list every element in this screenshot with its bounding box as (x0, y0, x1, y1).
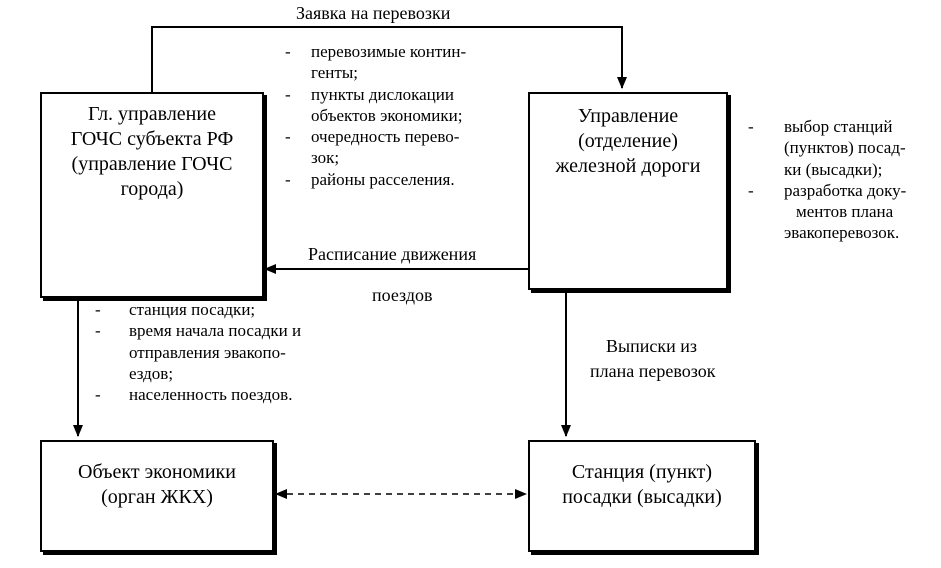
list-item: - разработка доку- ментов плана эвакопер… (748, 180, 906, 244)
railway-tasks-list: - выбор станций (пунктов) посад- ки (выс… (748, 116, 906, 244)
main-gochs-line: ГОЧС субъекта РФ (70, 128, 234, 150)
list-item: - время начала посадки и отправления эва… (95, 320, 301, 384)
economy-object-line: (орган ЖКХ) (101, 486, 213, 508)
list-item-line: время начала посадки и (129, 321, 302, 341)
railway-line: Управление (577, 105, 679, 127)
dash-marker: - (285, 42, 291, 61)
list-item: - перевозимые контин- генты; (285, 41, 466, 84)
dash-marker: - (95, 300, 101, 319)
dash-marker: - (95, 321, 101, 341)
economy-object-line: Объект экономики (78, 461, 236, 483)
dash-marker: - (95, 385, 101, 405)
economy-object-box: Объект экономики (орган ЖКХ) (40, 440, 274, 552)
list-item-line: (пунктов) посад- (784, 138, 906, 158)
list-item-line: перевозимые контин- (311, 42, 467, 61)
station-line: посадки (высадки) (562, 486, 722, 508)
list-item-line: генты; (311, 63, 358, 83)
list-item-line: населенность поездов. (129, 385, 293, 405)
railway-line: (отделение) (578, 130, 678, 152)
main-gochs-line: Гл. управление (88, 103, 216, 125)
dash-marker: - (285, 84, 291, 104)
list-item-line: пункты дислокации (311, 84, 454, 104)
list-item-line: эвакоперевозок. (784, 223, 900, 243)
list-item: - районы расселения. (285, 169, 466, 190)
dash-marker: - (748, 117, 754, 136)
dash-marker: - (285, 169, 291, 189)
list-item-line: выбор станций (784, 117, 893, 136)
list-item-line: ментов плана (796, 202, 894, 222)
list-item: - станция посадки; (95, 299, 301, 320)
railway-box: Управление (отделение) железной дороги (528, 92, 728, 290)
main-gochs-line: города) (120, 178, 184, 200)
boarding-info-list: - станция посадки; - время начала посадк… (95, 299, 301, 405)
dash-marker: - (285, 127, 291, 147)
request-details-list: - перевозимые контин- генты; - пункты ди… (285, 41, 466, 190)
list-item-line: отправления эвакопо- (129, 342, 286, 362)
list-item-line: объектов экономики; (311, 105, 463, 125)
list-item: - выбор станций (пунктов) посад- ки (выс… (748, 116, 906, 180)
main-gochs-line: (управление ГОЧС (71, 153, 233, 175)
list-item-line: ездов; (129, 363, 174, 383)
list-item: - пункты дислокации объектов экономики; (285, 84, 466, 127)
list-item-line: разработка доку- (784, 180, 907, 200)
list-item-line: ки (высадки); (784, 159, 883, 179)
main-gochs-box: Гл. управление ГОЧС субъекта РФ (управле… (40, 92, 264, 298)
request-label: Заявка на перевозки (296, 3, 451, 23)
request-arrow (151, 26, 627, 92)
list-item: - очередность перево- зок; (285, 126, 466, 169)
extracts-label: плана перевозок (590, 361, 716, 381)
list-item-line: районы расселения. (311, 169, 455, 189)
station-line: Станция (пункт) (571, 461, 713, 483)
dash-marker: - (748, 180, 754, 200)
list-item-line: станция посадки; (129, 300, 256, 319)
list-item-line: очередность перево- (311, 127, 460, 147)
list-item-line: зок; (311, 148, 340, 168)
railway-line: железной дороги (555, 155, 701, 177)
list-item: - населенность поездов. (95, 384, 301, 405)
schedule-label: Расписание движения (308, 244, 477, 264)
extracts-label: Выписки из (606, 336, 697, 356)
station-box: Станция (пункт) посадки (высадки) (528, 440, 756, 552)
schedule-label: поездов (372, 285, 433, 305)
